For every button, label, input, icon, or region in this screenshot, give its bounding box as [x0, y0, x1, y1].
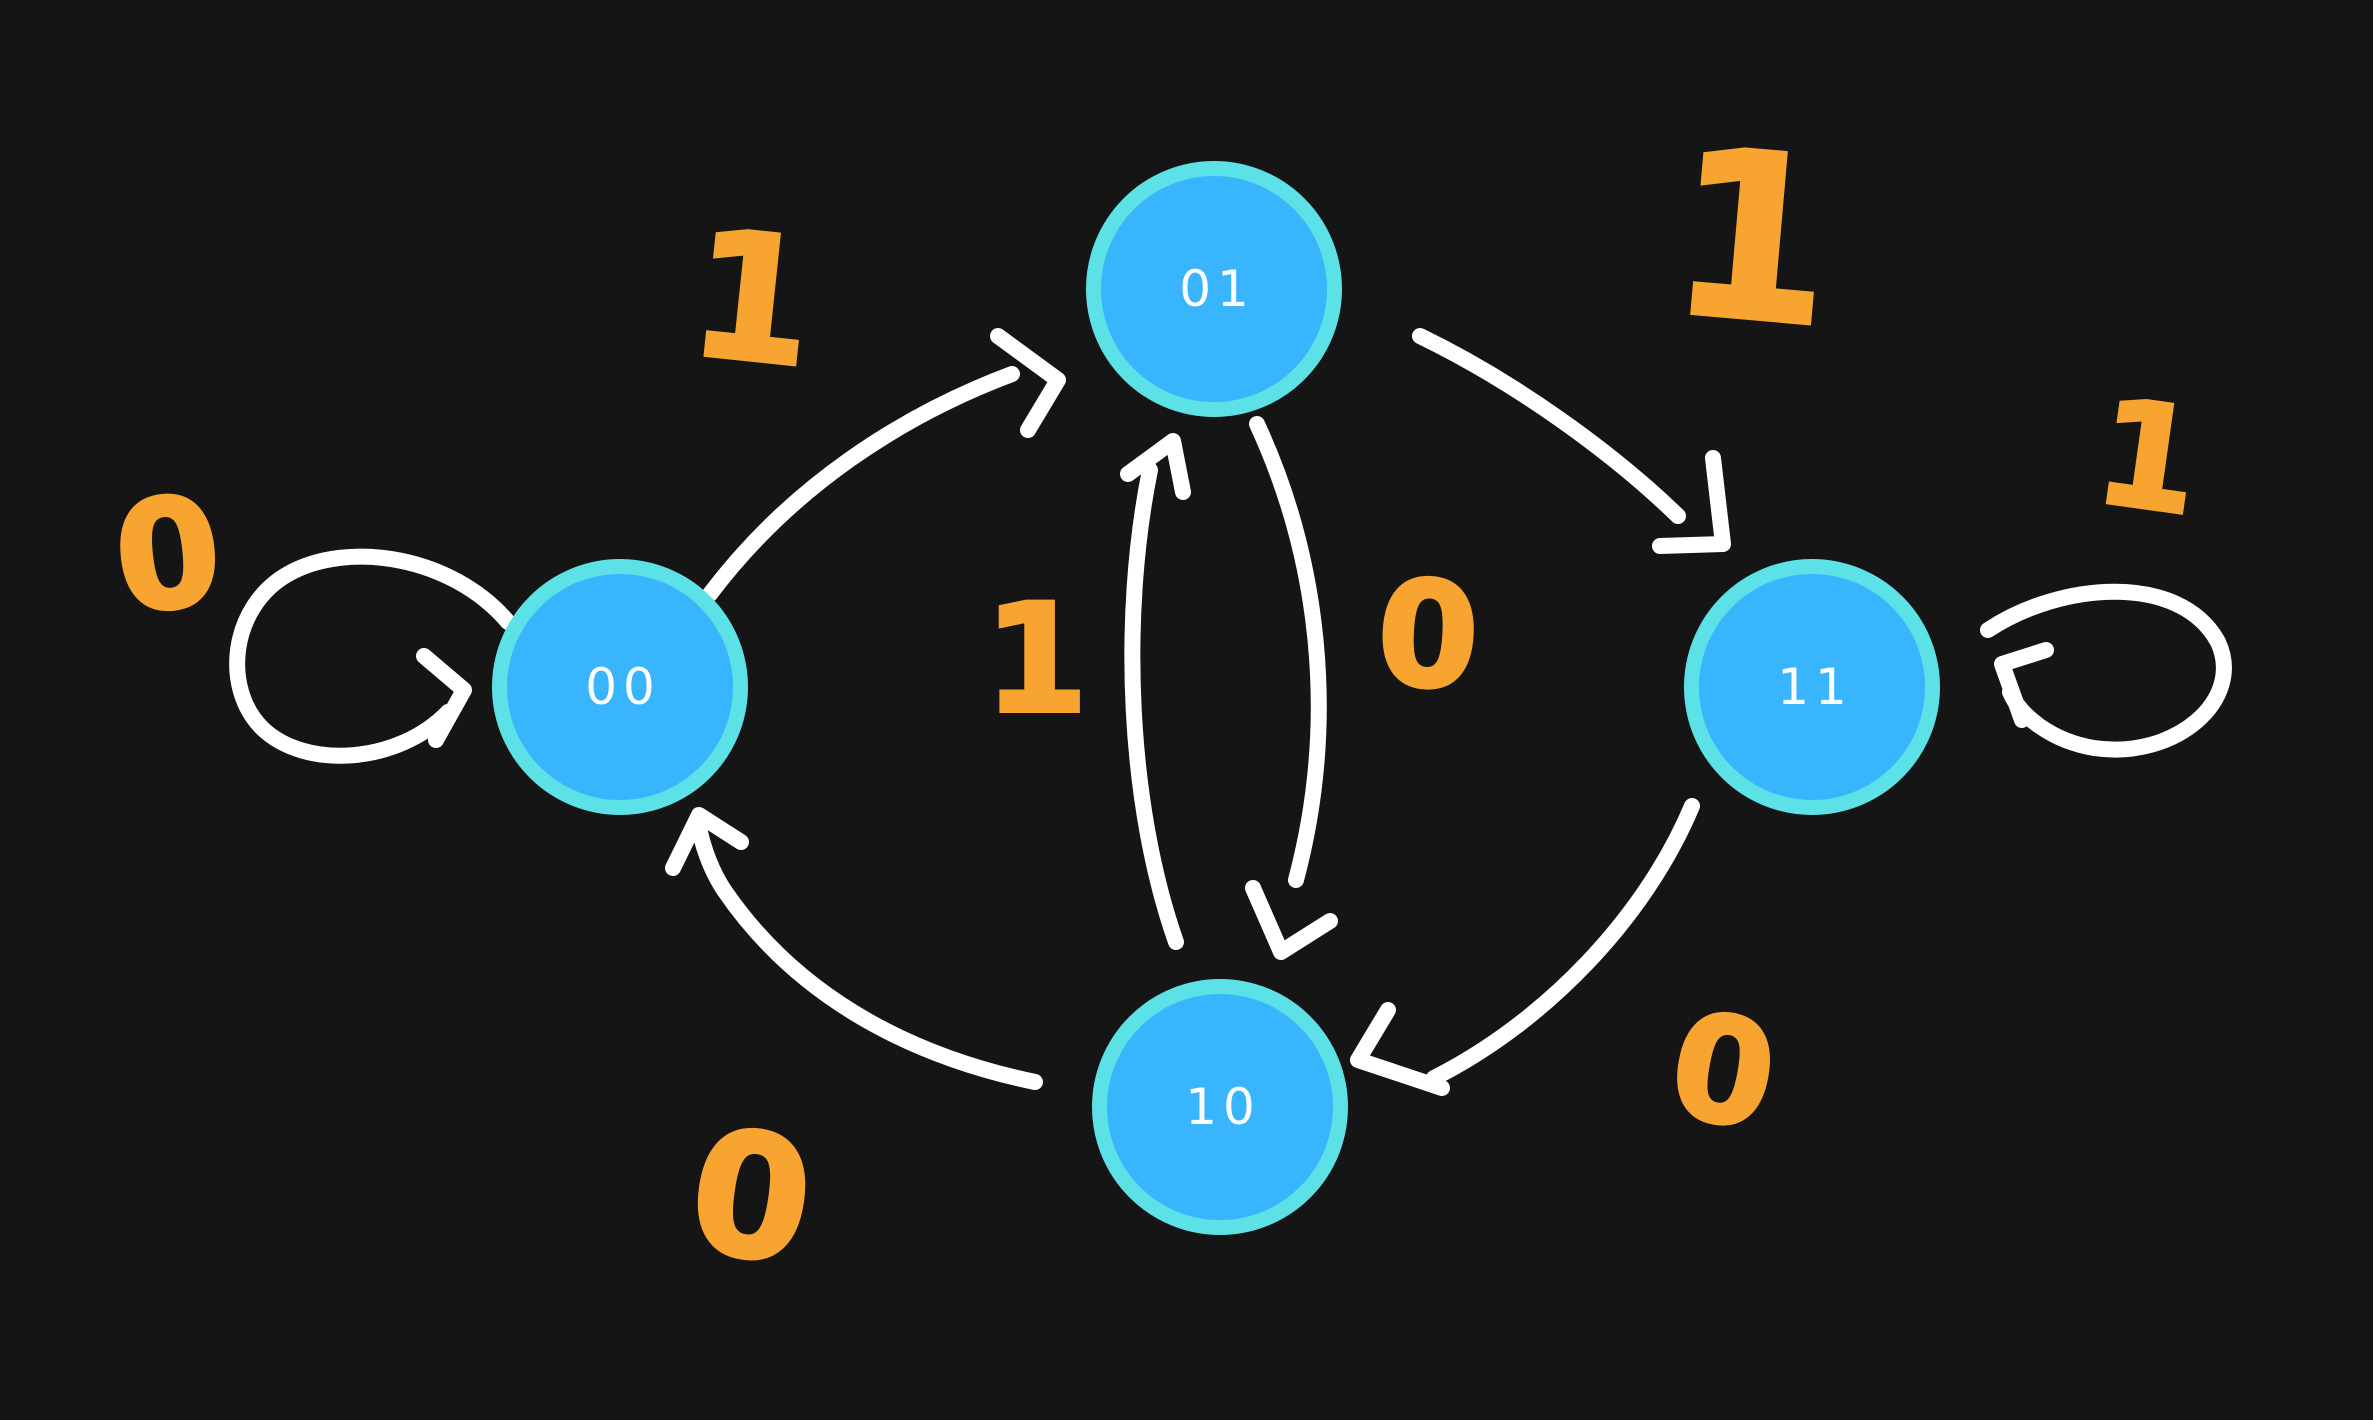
arrow-head — [1994, 642, 2054, 728]
arrow-stroke — [1426, 798, 1700, 1086]
arrow-stroke — [1249, 416, 1327, 888]
arrow-head — [990, 328, 1066, 438]
state-node-10[interactable]: 10 — [1092, 979, 1348, 1235]
transition-arrow-00-self-loop[interactable] — [229, 548, 516, 764]
arrow-stroke — [1980, 583, 2232, 758]
state-label-10: 10 — [1185, 1078, 1261, 1136]
arrow-head — [416, 648, 472, 748]
symbol-label-00-self-loop[interactable]: 0 — [105, 462, 231, 650]
symbol-label-10-to-00[interactable]: 0 — [677, 1090, 826, 1307]
arrow-head — [665, 807, 749, 876]
state-node-00[interactable]: 00 — [492, 559, 748, 815]
transition-arrow-01-to-11[interactable] — [1412, 328, 1731, 554]
transition-arrow-10-to-01[interactable] — [1120, 433, 1191, 950]
symbol-label-00-to-01[interactable]: 1 — [679, 191, 825, 410]
state-label-11: 11 — [1777, 658, 1853, 716]
arrow-head — [1350, 1002, 1450, 1096]
transition-arrow-10-to-00[interactable] — [665, 807, 1043, 1090]
transition-arrow-00-to-01[interactable] — [702, 328, 1066, 602]
symbol-label-10-to-01[interactable]: 1 — [982, 573, 1090, 747]
transition-arrow-01-to-10[interactable] — [1245, 416, 1338, 960]
arrow-head — [1652, 450, 1731, 554]
state-label-01: 01 — [1179, 260, 1255, 318]
arrow-stroke — [1124, 462, 1184, 950]
arrow-stroke — [692, 824, 1043, 1090]
arrow-stroke — [1412, 328, 1686, 524]
transition-arrow-11-to-10[interactable] — [1350, 798, 1700, 1096]
state-node-11[interactable]: 11 — [1684, 559, 1940, 815]
arrow-stroke — [702, 366, 1020, 602]
symbol-label-11-self-loop[interactable]: 1 — [2084, 365, 2211, 550]
symbol-label-01-to-10[interactable]: 0 — [1371, 547, 1485, 725]
arrow-head — [1245, 880, 1338, 960]
state-node-01[interactable]: 01 — [1086, 161, 1342, 417]
symbol-label-01-to-11[interactable]: 1 — [1659, 98, 1846, 382]
arrow-stroke — [229, 548, 516, 764]
arrow-head — [1120, 433, 1191, 500]
state-label-00: 00 — [585, 658, 661, 716]
transition-arrow-11-self-loop[interactable] — [1980, 583, 2232, 758]
